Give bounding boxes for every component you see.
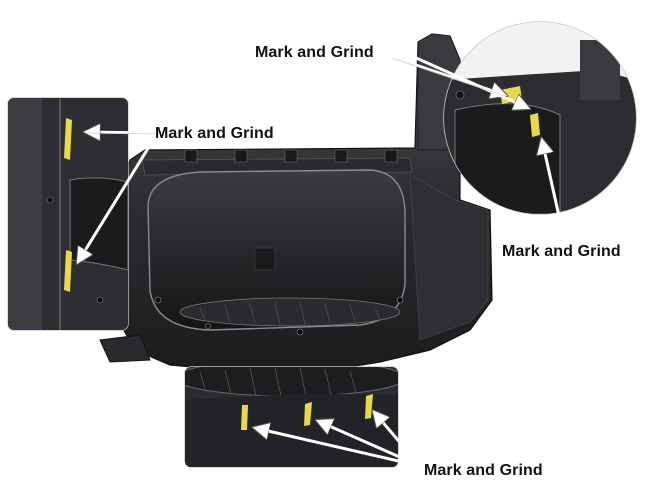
label-mark-and-grind-bottom: Mark and Grind bbox=[424, 462, 543, 479]
left-inset-detail bbox=[7, 97, 129, 331]
right-circle-detail bbox=[443, 21, 637, 215]
housing-body bbox=[99, 33, 493, 373]
label-mark-and-grind-left: Mark and Grind bbox=[155, 125, 274, 142]
label-mark-and-grind-right: Mark and Grind bbox=[502, 243, 621, 260]
callout-arrows bbox=[78, 51, 567, 468]
label-mark-and-grind-top: Mark and Grind bbox=[255, 44, 374, 61]
bottom-inset-detail bbox=[184, 366, 399, 468]
